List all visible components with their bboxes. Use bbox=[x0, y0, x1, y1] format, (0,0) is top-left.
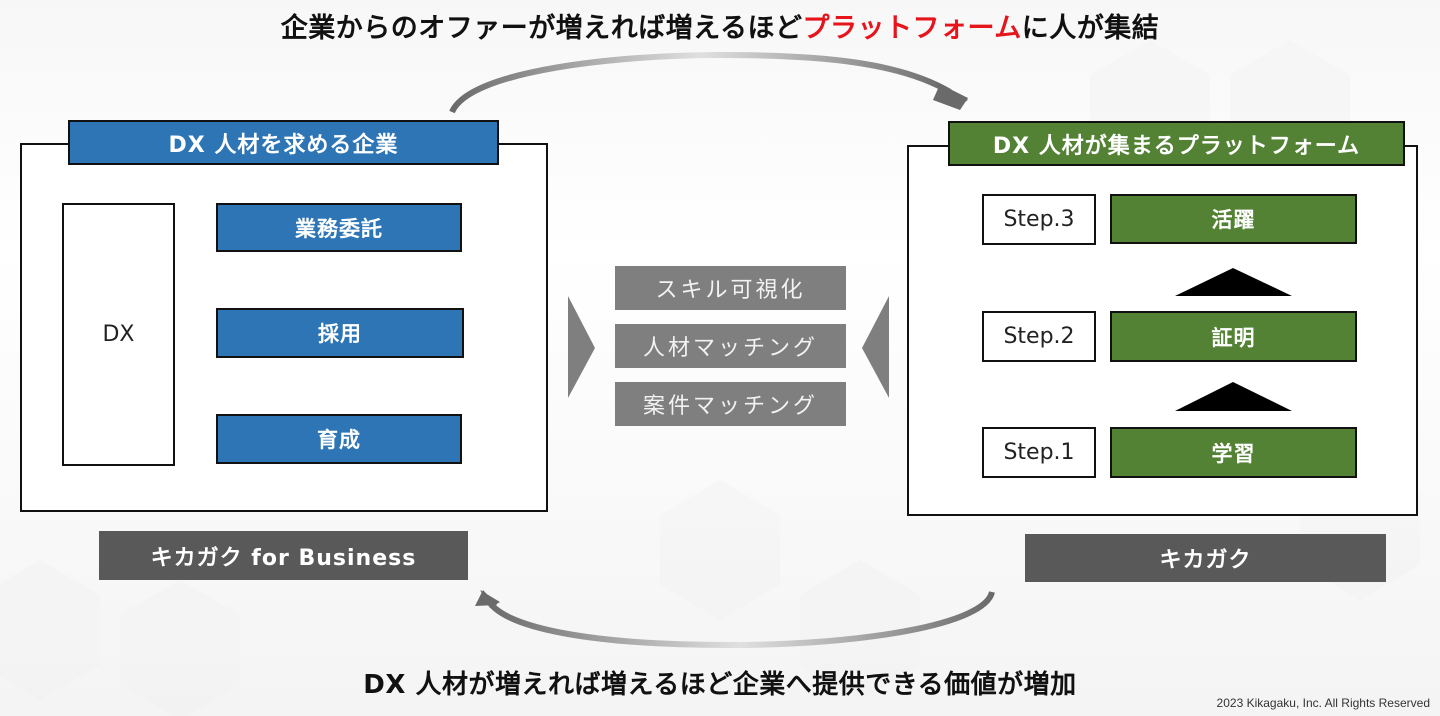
step-label-3: Step.3 bbox=[982, 194, 1096, 245]
headline-bottom: DX 人材が増えれば増えるほど企業へ提供できる価値が増加 bbox=[363, 670, 1077, 700]
step-up-arrow-icon bbox=[1175, 382, 1292, 411]
feature-skill-visualization: スキル可視化 bbox=[615, 266, 846, 310]
dx-box: DX bbox=[62, 203, 175, 466]
copyright: 2023 Kikagaku, Inc. All Rights Reserved bbox=[1216, 696, 1430, 710]
left-item-hiring: 採用 bbox=[216, 308, 464, 358]
left-item-outsourcing: 業務委託 bbox=[216, 203, 462, 252]
feature-project-matching: 案件マッチング bbox=[615, 382, 846, 426]
step-label-2: Step.2 bbox=[982, 311, 1096, 362]
headline-top: 企業からのオファーが増えれば増えるほどプラットフォームに人が集結 bbox=[0, 6, 1440, 45]
headline-top-accent: プラットフォーム bbox=[802, 13, 1022, 44]
curved-arrow-right-icon bbox=[449, 51, 968, 114]
right-panel-title: DX 人材が集まるプラットフォーム bbox=[948, 121, 1405, 166]
brand-kikagaku-business: キカガク for Business bbox=[99, 531, 468, 580]
feature-talent-matching: 人材マッチング bbox=[615, 324, 846, 368]
step-up-arrow-icon bbox=[1175, 268, 1292, 296]
brand-kikagaku: キカガク bbox=[1025, 534, 1386, 582]
triangle-left-icon bbox=[862, 296, 889, 398]
left-panel-title: DX 人材を求める企業 bbox=[68, 120, 499, 165]
step-value-learn: 学習 bbox=[1110, 427, 1357, 478]
step-value-certify: 証明 bbox=[1110, 311, 1357, 362]
headline-top-suffix: に人が集結 bbox=[1021, 13, 1160, 44]
curved-arrow-left-icon bbox=[475, 590, 995, 649]
left-item-training: 育成 bbox=[216, 414, 462, 464]
triangle-right-icon bbox=[568, 296, 595, 398]
step-value-active: 活躍 bbox=[1110, 194, 1357, 244]
step-label-1: Step.1 bbox=[982, 427, 1096, 478]
headline-top-prefix: 企業からのオファーが増えれば増えるほど bbox=[280, 13, 803, 44]
